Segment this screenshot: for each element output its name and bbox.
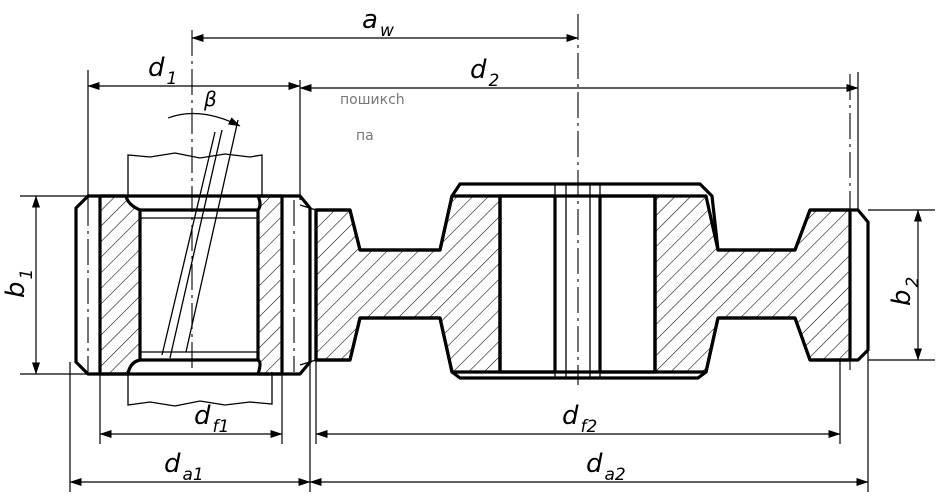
stray-text-1: пошиксh — [340, 92, 405, 108]
stray-text-2: па — [356, 128, 374, 144]
dimension-lines — [20, 34, 935, 492]
label-b2: b2 — [887, 277, 923, 306]
label-beta: β — [203, 87, 217, 111]
label-b1: b1 — [1, 269, 37, 298]
wheel-section — [299, 14, 870, 385]
pinion-section — [74, 30, 312, 407]
